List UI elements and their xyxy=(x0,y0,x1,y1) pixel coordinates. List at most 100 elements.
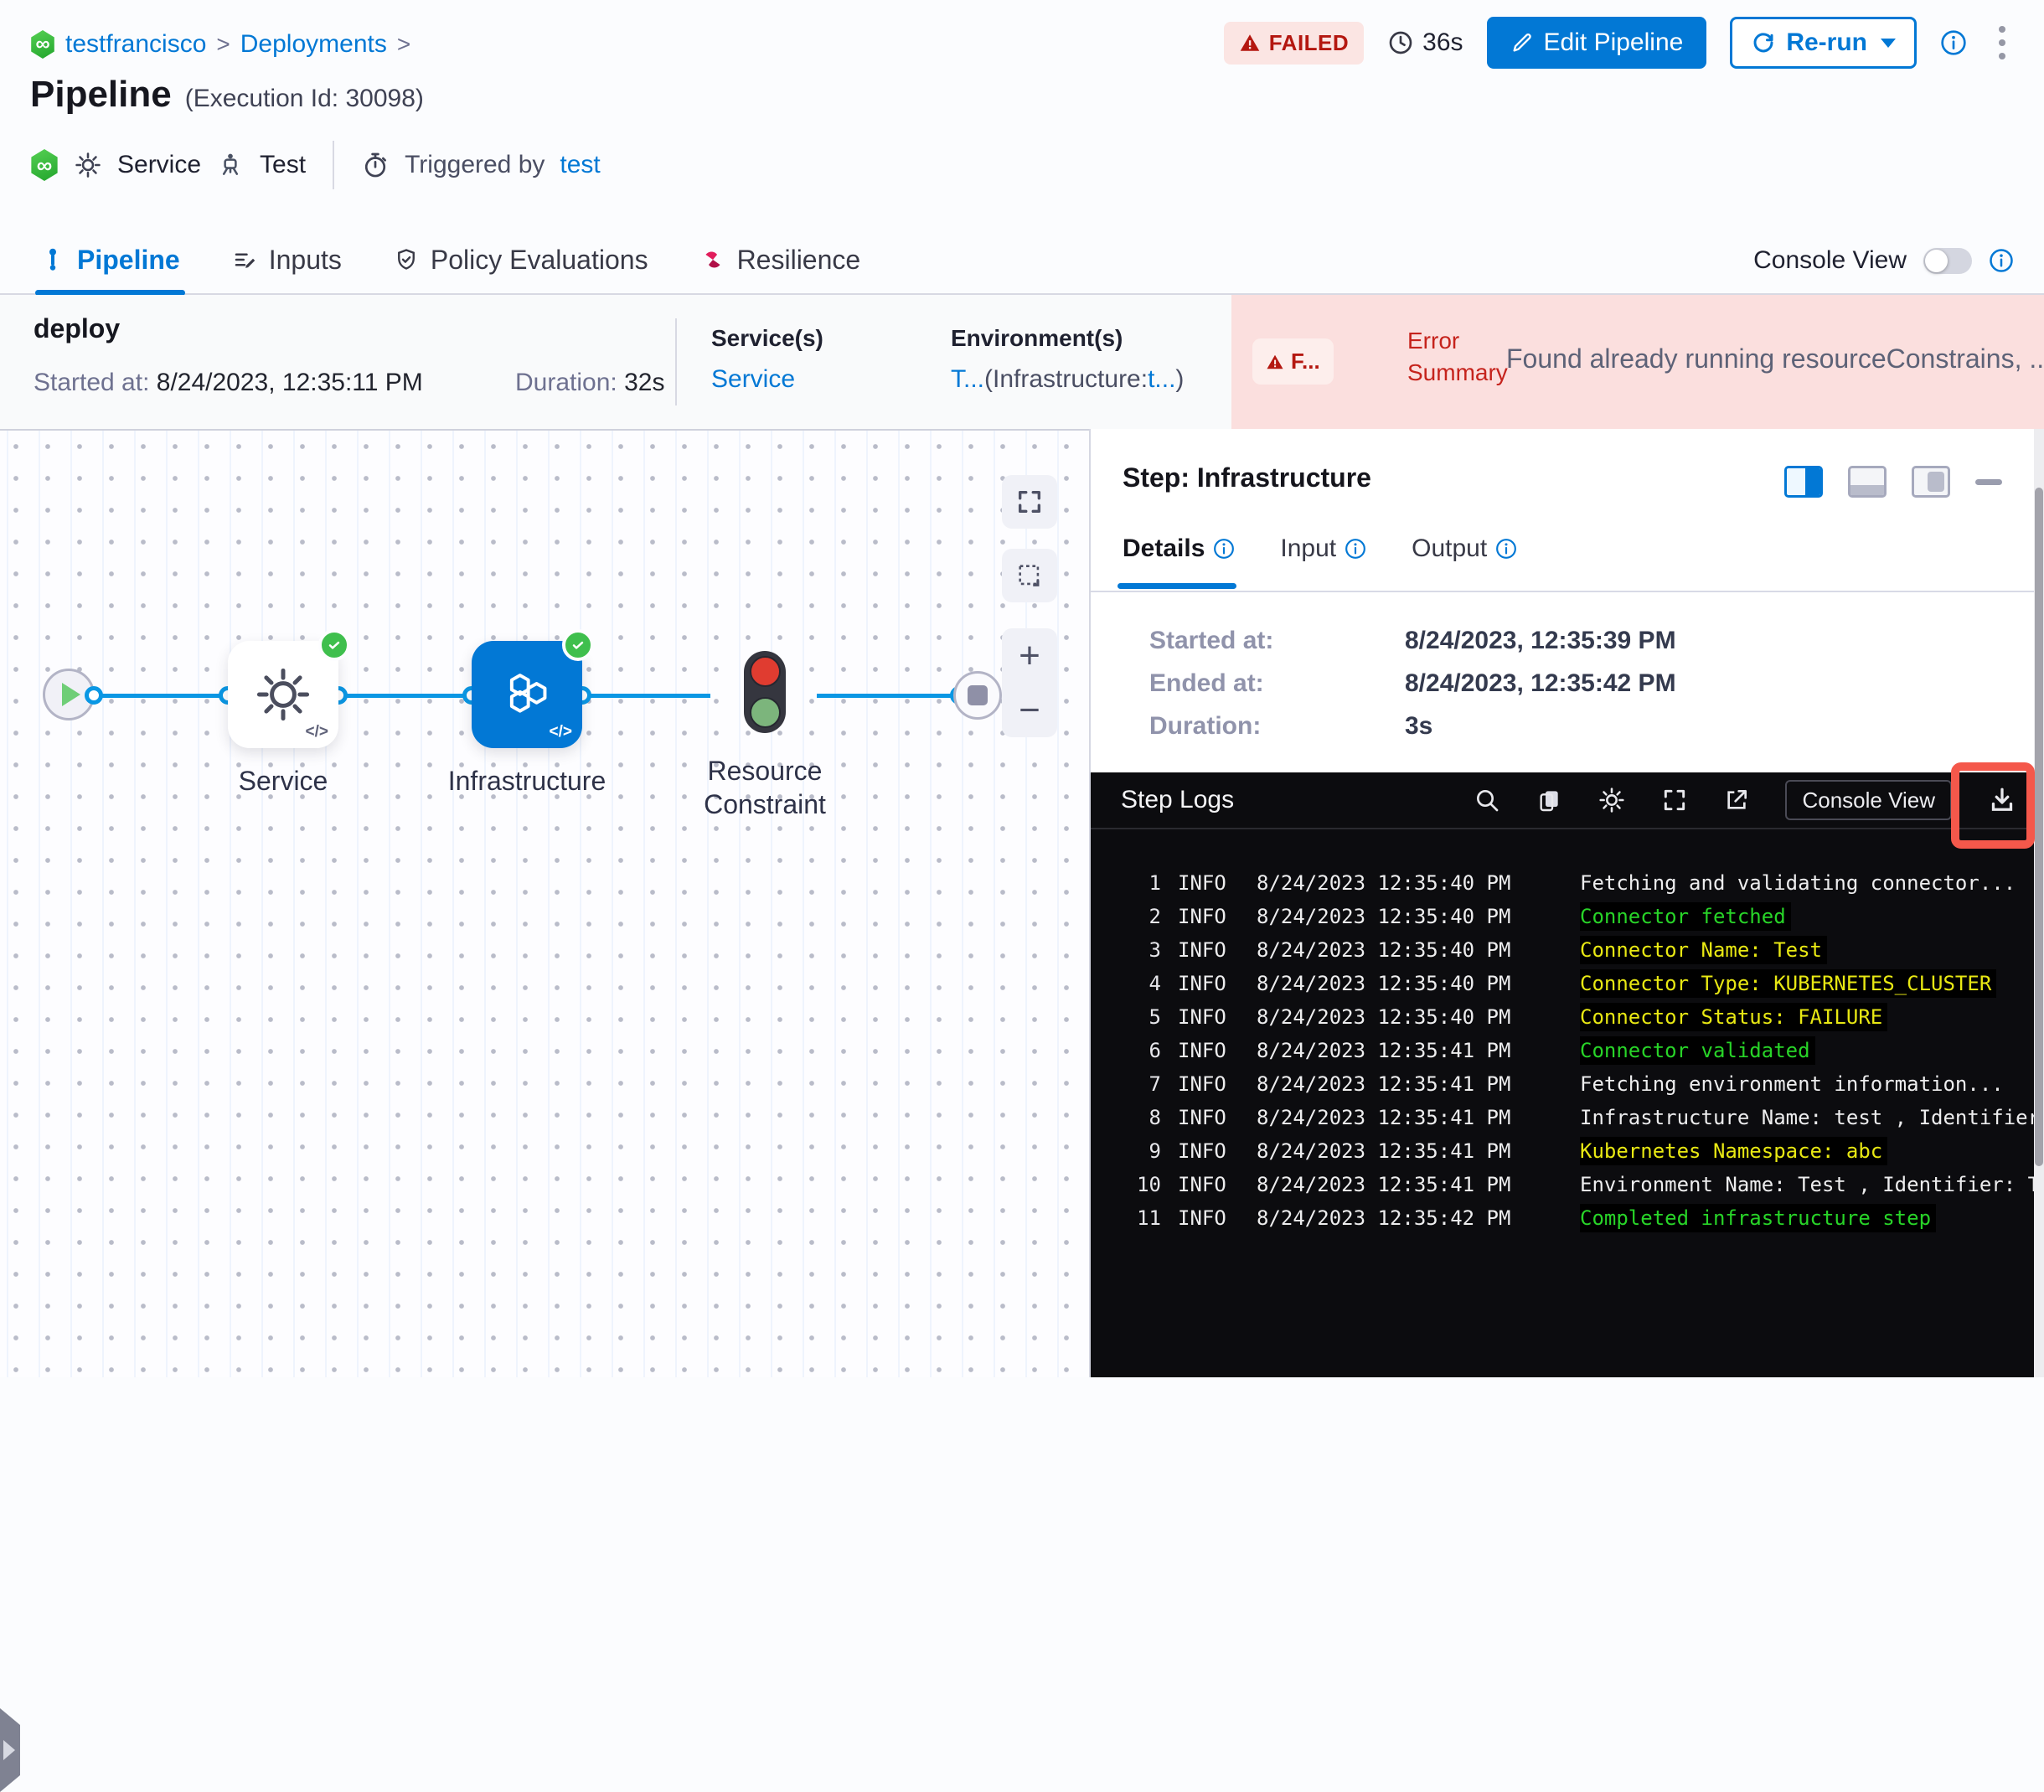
status-text: FAILED xyxy=(1268,29,1350,55)
log-level: INFO xyxy=(1178,1206,1226,1230)
resilience-icon xyxy=(705,251,720,268)
detail-label: Started at: xyxy=(1149,627,1274,654)
log-line: 8 INFO 8/24/2023 12:35:41 PM Infrastruct… xyxy=(1091,1101,2044,1134)
rerun-button[interactable]: Re-run xyxy=(1730,17,1917,69)
left-panel-expander[interactable] xyxy=(0,1708,20,1792)
environments-header: Environment(s) xyxy=(951,325,1123,351)
tab-inputs[interactable]: Inputs xyxy=(232,225,342,294)
graph-edge xyxy=(582,694,710,698)
log-timestamp: 8/24/2023 12:35:40 PM xyxy=(1257,871,1511,895)
tab-details[interactable]: Details xyxy=(1123,535,1235,563)
trigger-user-link[interactable]: test xyxy=(560,151,601,178)
marquee-select-icon xyxy=(1019,565,1040,586)
open-in-new-icon[interactable] xyxy=(1723,787,1750,813)
pipeline-meta-row: ∞ Service Test Trigge xyxy=(30,141,601,189)
log-line: 6 INFO 8/24/2023 12:35:41 PM Connector v… xyxy=(1091,1034,2044,1067)
step-logs-title: Step Logs xyxy=(1121,786,1235,813)
environments-column: Environment(s) T...(Infrastructure:t...) xyxy=(951,325,1184,394)
canvas-fullscreen-button[interactable] xyxy=(1002,475,1057,529)
step-logs-header: Step Logs xyxy=(1091,772,2044,829)
service-link[interactable]: Service xyxy=(711,365,796,393)
vertical-scrollbar[interactable] xyxy=(2034,429,2044,1377)
info-icon[interactable] xyxy=(1345,538,1366,560)
breadcrumb-separator: > xyxy=(216,31,230,57)
tab-pipeline[interactable]: Pipeline xyxy=(35,225,185,296)
log-timestamp: 8/24/2023 12:35:41 PM xyxy=(1257,1106,1511,1129)
refresh-icon xyxy=(1753,33,1773,53)
log-timestamp: 8/24/2023 12:35:41 PM xyxy=(1257,1039,1511,1062)
log-level: INFO xyxy=(1178,905,1226,928)
graph-edge xyxy=(338,694,472,698)
pipeline-canvas[interactable]: </> Service </> Infrastructure Resource … xyxy=(0,429,1089,1792)
started-at-label: Started at: xyxy=(34,369,150,396)
started-at-value: 8/24/2023, 12:35:11 PM xyxy=(156,369,423,396)
zoom-in-button[interactable]: + xyxy=(1019,634,1040,676)
log-line-number: 1 xyxy=(1148,871,1161,895)
gear-icon[interactable] xyxy=(1598,786,1626,814)
tab-resilience[interactable]: Resilience xyxy=(700,225,861,294)
fullscreen-icon[interactable] xyxy=(1661,787,1688,813)
detail-value: 8/24/2023, 12:35:39 PM xyxy=(1405,627,1676,654)
service-name-label[interactable]: Service xyxy=(117,151,202,178)
duration-label: Duration: xyxy=(515,369,617,396)
status-badge: FAILED xyxy=(1223,21,1365,65)
detail-label: Duration: xyxy=(1149,712,1262,740)
log-message: Connector validated xyxy=(1580,1036,1815,1065)
layout-right-panel-icon[interactable] xyxy=(1784,466,1823,498)
node-service[interactable]: </> xyxy=(228,629,350,748)
node-label-service: Service xyxy=(238,766,328,796)
canvas-zoom-panel: + − xyxy=(1002,628,1057,737)
end-node[interactable] xyxy=(953,671,1002,720)
chevron-down-icon[interactable] xyxy=(1881,38,1896,48)
info-icon[interactable] xyxy=(1940,29,1967,56)
hexagons-icon xyxy=(509,674,547,713)
layout-floating-panel-icon[interactable] xyxy=(1912,466,1950,498)
download-logs-icon[interactable] xyxy=(1987,785,2017,815)
node-label-infrastructure: Infrastructure xyxy=(447,766,606,796)
stage-duration: Duration: 32s xyxy=(515,369,664,397)
info-icon[interactable] xyxy=(1495,538,1517,560)
infrastructure-link[interactable]: t... xyxy=(1148,365,1176,393)
tab-policy-evaluations[interactable]: Policy Evaluations xyxy=(394,225,648,294)
divider xyxy=(333,141,335,189)
log-line-number: 5 xyxy=(1148,1005,1161,1029)
info-icon[interactable] xyxy=(1989,248,2014,273)
execution-tabs: Pipeline Inputs Policy Evaluations Resil… xyxy=(0,225,2044,296)
graph-edge xyxy=(94,694,228,698)
log-line: 5 INFO 8/24/2023 12:35:40 PM Connector S… xyxy=(1091,1000,2044,1034)
scrollbar-thumb[interactable] xyxy=(2035,488,2043,1166)
console-view-button[interactable]: Console View xyxy=(1785,780,1952,820)
canvas-select-button[interactable] xyxy=(1002,549,1057,602)
log-timestamp: 8/24/2023 12:35:42 PM xyxy=(1257,1206,1511,1230)
breadcrumb-deployments-link[interactable]: Deployments xyxy=(240,30,387,58)
log-line: 9 INFO 8/24/2023 12:35:41 PM Kubernetes … xyxy=(1091,1134,2044,1168)
services-column: Service(s) Service xyxy=(711,325,823,394)
environment-name-label[interactable]: Test xyxy=(260,151,307,178)
tab-label: Details xyxy=(1123,535,1205,562)
node-resource-constraint[interactable] xyxy=(744,651,786,733)
breadcrumb-project-link[interactable]: testfrancisco xyxy=(65,30,207,58)
log-line-number: 9 xyxy=(1148,1139,1161,1163)
environment-link[interactable]: T... xyxy=(951,365,985,393)
zoom-out-button[interactable]: − xyxy=(1019,689,1040,731)
tab-output[interactable]: Output xyxy=(1412,535,1517,563)
log-message: Infrastructure Name: test , Identifier: xyxy=(1580,1106,2044,1129)
info-icon[interactable] xyxy=(1213,538,1235,560)
copy-icon[interactable] xyxy=(1536,787,1562,813)
more-options-menu-icon[interactable] xyxy=(1990,23,2014,63)
node-infrastructure[interactable]: </> xyxy=(472,629,594,748)
layout-bottom-panel-icon[interactable] xyxy=(1848,466,1887,498)
minimize-panel-icon[interactable] xyxy=(1975,478,2002,485)
log-line: 1 INFO 8/24/2023 12:35:40 PM Fetching an… xyxy=(1091,866,2044,900)
log-timestamp: 8/24/2023 12:35:40 PM xyxy=(1257,1005,1511,1029)
tab-input[interactable]: Input xyxy=(1280,535,1366,563)
edit-pipeline-button[interactable]: Edit Pipeline xyxy=(1486,17,1707,69)
total-duration: 36s xyxy=(1387,28,1463,57)
stopwatch-icon xyxy=(361,151,390,179)
log-level: INFO xyxy=(1178,1005,1226,1029)
search-icon[interactable] xyxy=(1474,787,1500,813)
stage-started-at: Started at: 8/24/2023, 12:35:11 PM xyxy=(34,369,423,397)
console-view-toggle[interactable] xyxy=(1923,247,1972,274)
console-view-label: Console View xyxy=(1753,246,1907,274)
tab-label: Resilience xyxy=(736,244,861,275)
